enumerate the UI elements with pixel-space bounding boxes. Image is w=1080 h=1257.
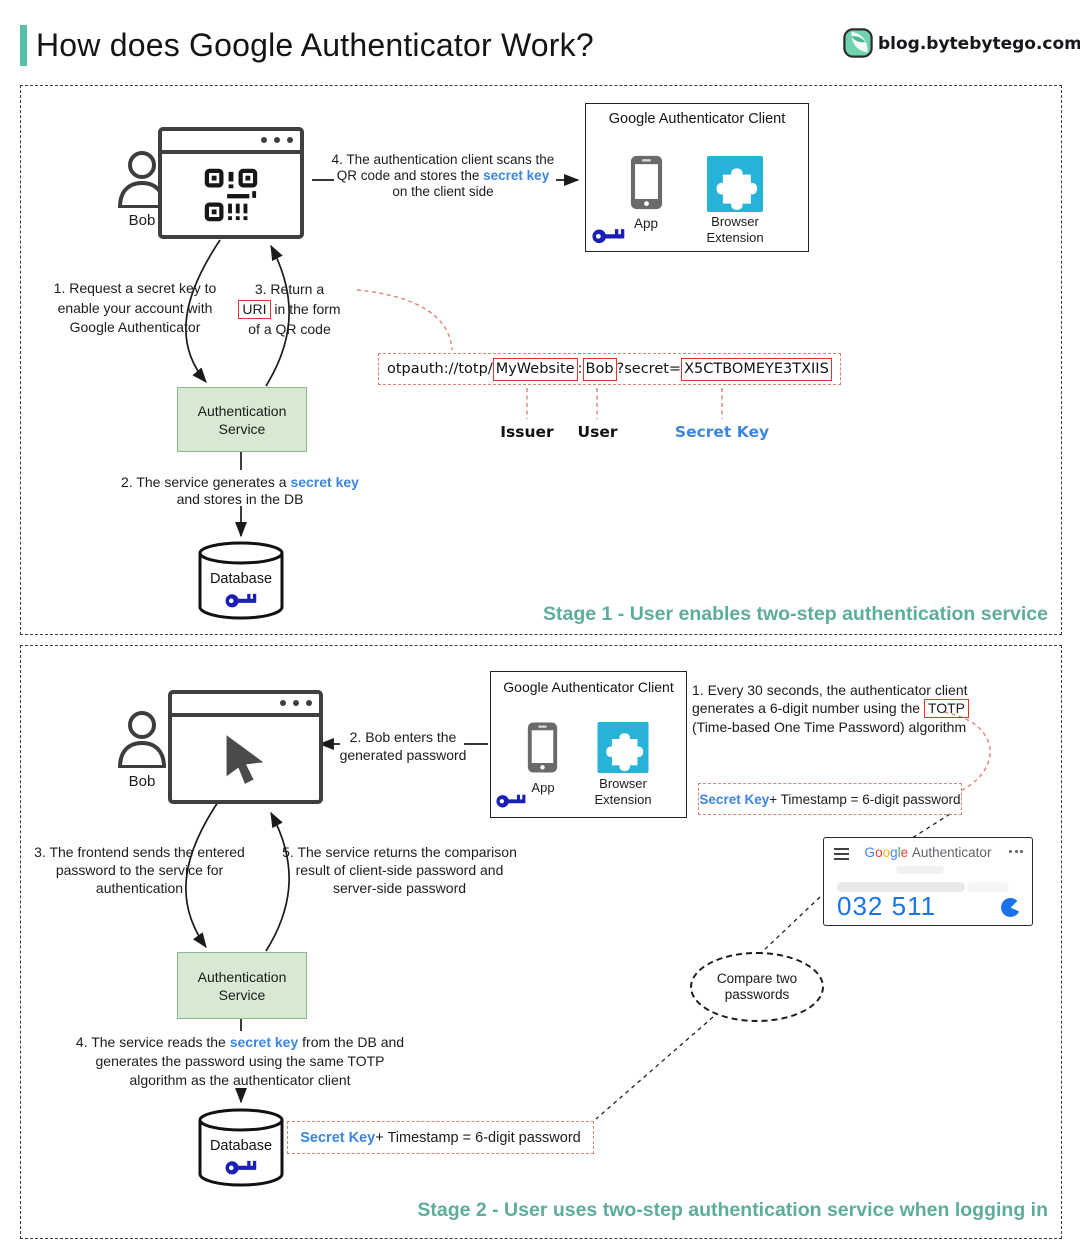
auth-service-box: Authentication Service: [177, 952, 307, 1019]
stage2-step3-text: 3. The frontend sends the entered passwo…: [34, 844, 245, 896]
stage2-frame: [20, 645, 1062, 1239]
app-label: App: [531, 780, 555, 795]
stage1-caption: Stage 1 - User enables two-step authenti…: [543, 603, 1048, 625]
totp-red-box: TOTP: [923, 699, 970, 718]
smartphone-icon: [527, 722, 558, 773]
browser-extension-label: Browser Extension: [706, 214, 764, 245]
auth-service-box: Authentication Service: [177, 387, 307, 452]
key-icon: [496, 794, 526, 808]
stage2-step2-text: 2. Bob enters the generated password: [339, 729, 467, 763]
secret-key-text: secret key: [483, 168, 550, 183]
issuer-red-box: MyWebsite: [492, 357, 578, 381]
person-icon: [118, 151, 166, 208]
database: Database: [198, 1108, 284, 1188]
browser-window: [168, 690, 323, 804]
database-cylinder-icon: [198, 541, 284, 620]
stage2-step4-text: 4. The service reads the secret key from…: [75, 1034, 405, 1088]
database-label: Database: [209, 1138, 273, 1154]
totp-formula-box: Secret Key + Timestamp = 6-digit passwor…: [698, 783, 962, 815]
browser-titlebar: [172, 694, 319, 717]
smartphone-icon: [630, 155, 663, 210]
stage2-step1-text: 1. Every 30 seconds, the authenticator c…: [692, 682, 970, 735]
bytebytego-logo-icon: [843, 28, 873, 58]
stage2-caption: Stage 2 - User uses two-step authenticat…: [417, 1199, 1048, 1221]
window-dots-icon: [280, 700, 312, 706]
authenticator-app-card: Google Authenticator 032 511: [823, 837, 1033, 926]
stage1-step3-text: 3. Return a URI in the form of a QR code: [238, 279, 341, 339]
browser-extension-label: Browser Extension: [594, 776, 652, 807]
stage1-frame: [20, 85, 1062, 635]
browser-window: [158, 127, 304, 239]
stage1-step1-text: 1. Request a secret key to enable your a…: [53, 280, 217, 335]
key-icon: [225, 1160, 257, 1175]
database: Database: [198, 541, 284, 621]
otp-code: 032 511: [837, 891, 937, 921]
client-box-title: Google Authenticator Client: [608, 111, 786, 127]
key-icon: [225, 593, 257, 608]
browser-extension-icon: [597, 722, 649, 773]
app-label: App: [633, 216, 659, 231]
secret-key-text: secret key: [229, 1034, 299, 1050]
overflow-menu-icon[interactable]: [1009, 850, 1023, 853]
person-icon: [118, 711, 166, 768]
database-cylinder-icon: [198, 1108, 284, 1187]
secret-red-box: X5CTBOMEYE3TXIIS: [681, 357, 832, 381]
stage2-step5-text: 5. The service returns the comparison re…: [282, 844, 517, 896]
browser-titlebar: [162, 131, 300, 154]
redacted-text: [837, 882, 965, 892]
secret-key-label: Secret Key: [674, 423, 770, 441]
window-dots-icon: [261, 137, 293, 143]
cursor-arrow-icon: [226, 734, 263, 784]
qr-code-icon: [204, 168, 258, 221]
stage1-step4-text: 4. The authentication client scans the Q…: [331, 152, 555, 199]
secret-key-text: secret key: [290, 474, 359, 490]
browser-extension-icon: [707, 156, 763, 212]
user-red-box: Bob: [582, 357, 617, 381]
secret-key-text: Secret Key: [300, 1129, 376, 1146]
key-icon: [592, 229, 625, 244]
title-accent-bar: [20, 25, 27, 66]
authenticator-client-box: Google Authenticator Client App Browser …: [585, 103, 809, 252]
secret-key-text: Secret Key: [699, 791, 770, 807]
authenticator-client-box: Google Authenticator Client App Browser …: [490, 671, 687, 818]
google-authenticator-brand: Google Authenticator: [864, 845, 992, 860]
hamburger-menu-icon[interactable]: [834, 848, 849, 863]
pie-timer-icon: [1001, 898, 1020, 917]
database-label: Database: [209, 571, 273, 587]
site-name: blog.bytebytego.com: [878, 34, 1080, 54]
stage1-step2-text: 2. The service generates a secret key an…: [121, 474, 359, 507]
redacted-text: [896, 866, 944, 874]
client-box-title: Google Authenticator Client: [503, 679, 674, 695]
redacted-text: [967, 882, 1009, 892]
user-label: User: [577, 423, 618, 441]
bob-label: Bob: [128, 212, 156, 229]
otpauth-uri: otpauth://totp/MyWebsite:Bob?secret=X5CT…: [378, 353, 841, 385]
db-formula-box: Secret Key + Timestamp = 6-digit passwor…: [287, 1121, 594, 1154]
issuer-label: Issuer: [500, 423, 554, 441]
page-title: How does Google Authenticator Work?: [36, 27, 594, 63]
bob-label: Bob: [128, 773, 156, 790]
uri-red-box: URI: [238, 300, 271, 319]
compare-passwords-ellipse: Compare two passwords: [690, 952, 824, 1022]
